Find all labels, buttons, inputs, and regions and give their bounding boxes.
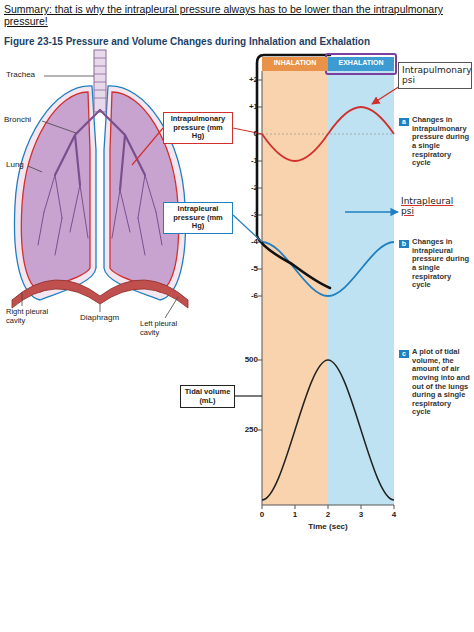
y-axis (262, 71, 263, 505)
hand-drawn-outline (257, 55, 330, 288)
axis-tick-label: +1 (234, 102, 258, 111)
tick-mark (258, 430, 262, 431)
node-text: Intrapleural psi (401, 196, 469, 217)
node-text: Tidal volume (mL) (183, 388, 232, 405)
lung-shape (21, 92, 90, 292)
tick-mark (258, 296, 262, 297)
tick-mark (258, 215, 262, 216)
part-label: Trachea (6, 70, 35, 79)
tick-marks (258, 80, 394, 509)
summary-note: Summary: that is why the intrapleural pr… (4, 3, 470, 27)
trachea-ring (94, 98, 106, 99)
tick-mark (295, 505, 296, 509)
trachea-ring (94, 74, 106, 75)
node-text: EXHALATION (328, 59, 394, 67)
phase-header: INHALATION (262, 57, 328, 71)
tick-mark (262, 505, 263, 509)
axis-tick-label: 250 (234, 425, 258, 434)
axis-tick-label: 1 (289, 510, 301, 519)
bronchus (55, 110, 145, 190)
axis-tick-label: -6 (234, 291, 258, 300)
figure-title: Figure 23-15 Pressure and Volume Changes… (4, 36, 470, 48)
part-label: Diaphragm (80, 313, 119, 322)
part-label: Left pleural cavity (140, 320, 192, 337)
node-text: Intrapulmonary pressure (mm Hg) (166, 115, 230, 141)
node-text: INHALATION (262, 59, 328, 67)
axis-title: Time (sec) (298, 522, 358, 531)
axis-tick-label: 0 (256, 510, 268, 519)
tick-mark (394, 505, 395, 509)
handwritten-note-box: Intrapulmonary psi (398, 62, 472, 89)
tidal-volume-curve (262, 360, 394, 500)
axis-tick-label: -5 (234, 264, 258, 273)
bronchiole (38, 175, 162, 255)
bronchial-tree (38, 110, 162, 255)
panel-caption: A plot of tidal volume, the amount of ai… (412, 348, 472, 417)
part-label: Bronchi (4, 115, 31, 124)
axis-tick-label: 0 (234, 129, 258, 138)
diaphragm-muscle (12, 280, 188, 308)
part-label: Lung (6, 160, 24, 169)
axis-tick-label: +2 (234, 75, 258, 84)
panel-letter: a (399, 118, 409, 126)
tick-mark (361, 505, 362, 509)
axis-tick-label: -3 (234, 210, 258, 219)
trachea-ring (94, 90, 106, 91)
trachea-ring (94, 66, 106, 67)
pressure-label-box: Intrapleural pressure (mm Hg) (163, 202, 233, 234)
panel-letter: c (399, 350, 409, 358)
pressure-label-box: Intrapulmonary pressure (mm Hg) (163, 112, 233, 144)
node-text: Intrapleural pressure (mm Hg) (166, 205, 230, 231)
handwritten-note: Intrapleural psi (398, 194, 472, 219)
panel-letter: b (399, 240, 409, 248)
axis-tick-label: -1 (234, 156, 258, 165)
exhalation-band (328, 71, 394, 505)
leader-line (100, 304, 101, 312)
tick-mark (258, 188, 262, 189)
leader-line (28, 166, 42, 172)
leader-line (235, 395, 262, 396)
panel-caption: Changes in intrapleural pressure during … (412, 238, 472, 290)
part-label: Right pleural cavity (6, 308, 56, 325)
axis-tick-label: -2 (234, 183, 258, 192)
tick-mark (258, 161, 262, 162)
phase-header: EXHALATION (328, 57, 394, 71)
tick-mark (258, 269, 262, 270)
pointer-arrow (345, 211, 398, 212)
leader-line (22, 292, 23, 306)
volume-label-box: Tidal volume (mL) (180, 385, 235, 408)
inhalation-band (262, 71, 328, 505)
hand-drawn-box (326, 54, 396, 74)
node-text: Intrapulmonary psi (402, 65, 468, 86)
leader-line (132, 128, 163, 165)
axis-tick-label: -4 (234, 237, 258, 246)
trachea-rings (94, 58, 106, 98)
panel-caption: Changes in intrapulmonary pressure durin… (412, 116, 472, 168)
trachea-ring (94, 82, 106, 83)
leader-lines (22, 76, 178, 318)
axis-tick-label: 2 (322, 510, 334, 519)
axis-tick-label: 4 (388, 510, 400, 519)
leader-line (42, 121, 76, 133)
leader-line (44, 76, 94, 77)
tick-mark (258, 80, 262, 81)
tick-mark (328, 505, 329, 509)
trachea-tube (94, 50, 106, 112)
tick-mark (258, 360, 262, 361)
intrapulmonary-curve (262, 107, 394, 161)
trachea-ring (94, 58, 106, 59)
tick-mark (258, 107, 262, 108)
pointer-arrow (372, 86, 400, 104)
axis-tick-label: 3 (355, 510, 367, 519)
leader-line (165, 297, 178, 318)
axis-tick-label: 500 (234, 355, 258, 364)
